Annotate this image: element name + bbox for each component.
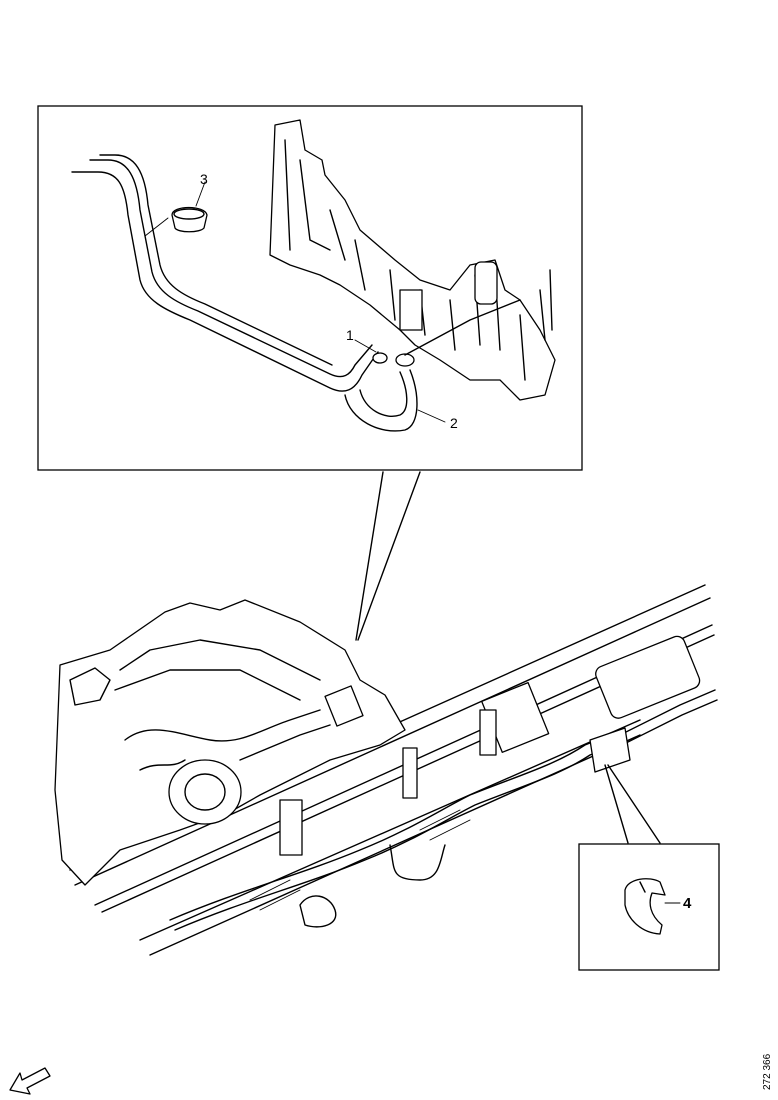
detail-frame-lower: [578, 843, 720, 971]
chassis-overview: [54, 584, 718, 956]
callout-part-2: 2: [450, 415, 458, 431]
callout-part-3: 3: [200, 171, 208, 187]
detail-frame-upper: [37, 105, 583, 471]
reference-code: 272 366: [762, 1053, 773, 1090]
callout-part-1: 1: [346, 327, 354, 343]
callout-part-4: 4: [683, 895, 692, 912]
detail-pointer-lower: [604, 764, 661, 844]
detail-pointer-upper: [355, 471, 421, 641]
arrow-down-left-icon: [9, 1067, 51, 1095]
